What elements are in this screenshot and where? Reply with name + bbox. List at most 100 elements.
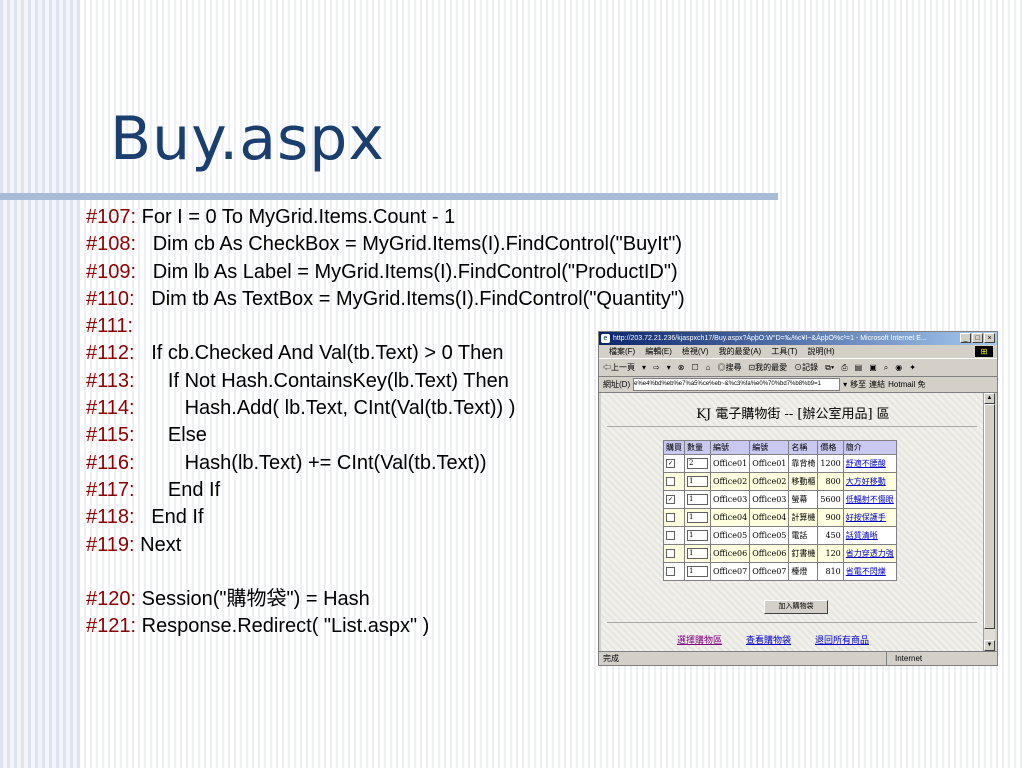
code-text: Response.Redirect( "List.aspx" ) [136,615,430,638]
left-decoration [0,0,80,768]
code-line: #116: Hash(lb.Text) += CInt(Val(tb.Text)… [86,450,685,477]
line-number: #120: [86,588,137,611]
quantity-input[interactable]: 1 [687,494,708,505]
code-line: #114: Hash.Add( lb.Text, CInt(Val(tb.Tex… [86,395,685,422]
code-line: #119: Next [86,532,685,559]
zone-text: Internet [886,652,975,665]
scroll-down-icon[interactable]: ▼ [984,640,995,651]
toolbar-button[interactable]: ⇨ [653,363,660,372]
links-label[interactable]: 連結 [869,380,886,389]
toolbar-button[interactable]: ⌂ [705,363,711,372]
toolbar-button[interactable]: ▾ [666,363,671,372]
toolbar-button[interactable]: ☐ [691,363,699,372]
id-cell: Office02 [709,472,751,491]
column-header: 價格 [817,440,844,455]
toolbar-button[interactable]: ▣ [869,363,877,372]
buy-checkbox[interactable] [666,567,675,577]
buy-checkbox[interactable] [666,513,675,523]
toolbar-button[interactable]: ⇦上一頁 [603,363,635,372]
quantity-input[interactable]: 1 [687,512,708,523]
maximize-button[interactable]: □ [972,333,983,343]
desc-link[interactable]: 省力穿透力強 [845,549,894,558]
quantity-input[interactable]: 1 [687,530,708,541]
desc-cell: 省電不閃爍 [842,562,897,581]
column-header: 編號 [709,440,751,455]
line-number: #111: [86,315,134,338]
line-number: #116: [86,451,135,474]
desc-link[interactable]: 舒適不腰酸 [845,459,886,468]
toolbar-button[interactable]: ⊙記錄 [794,363,819,372]
price-cell: 810 [817,562,844,581]
bottom-links: 選擇購物區 查看購物袋 退回所有商品 [677,633,869,646]
desc-link[interactable]: 低輻射不傷眼 [845,495,894,504]
quantity-input[interactable]: 1 [687,548,708,559]
buy-checkbox[interactable] [666,549,675,559]
buy-checkbox[interactable]: ✓ [666,459,675,469]
buy-checkbox[interactable] [666,531,675,541]
id-cell: Office04 [709,508,751,527]
toolbar-button[interactable]: ▾ [642,363,647,372]
toolbar-button[interactable]: ◉ [895,363,903,372]
dropdown-arrow-icon[interactable]: ▾ [843,380,848,389]
window-titlebar[interactable]: e http://203.72.21.236/kjaspxch17/Buy.as… [599,332,997,345]
line-number: #108: [86,233,137,256]
ie-icon: e [601,334,610,343]
view-bag-link[interactable]: 查看購物袋 [746,635,792,645]
column-header: 簡介 [842,440,897,455]
line-number: #112: [86,342,135,365]
desc-cell: 低輻射不傷眼 [842,490,897,509]
add-to-bag-button[interactable]: 加入購物袋 [764,600,828,614]
price-cell: 450 [817,526,844,545]
price-cell: 1200 [817,454,844,473]
line-number: #115: [86,424,135,447]
quantity-input[interactable]: 1 [687,476,708,487]
code-line: #108: Dim cb As CheckBox = MyGrid.Items(… [86,231,685,258]
qty-cell: 1 [684,472,711,491]
address-input[interactable]: e%e4%bd%eb%e7%a5%ce%eb~&%c3%fa%e0%70%bd7… [633,378,841,391]
buy-checkbox[interactable] [666,477,675,487]
scroll-thumb[interactable] [984,404,995,629]
quantity-input[interactable]: 1 [687,566,708,577]
desc-cell: 話質清晰 [842,526,897,545]
hotmail-link[interactable]: Hotmail 免 [888,380,926,389]
toolbar-button[interactable]: ⊗ [677,363,685,372]
toolbar-button[interactable]: ⌕ [883,363,889,372]
code-line: #110: Dim tb As TextBox = MyGrid.Items(I… [86,286,685,313]
toolbar-button[interactable]: ⎙ [841,363,848,372]
qty-cell: 1 [684,544,711,563]
toolbar-button[interactable]: ◎搜尋 [717,363,742,372]
menu-help[interactable]: 說明(H) [807,347,835,356]
menu-favorites[interactable]: 我的最愛(A) [718,347,762,356]
menu-edit[interactable]: 編輯(E) [645,347,672,356]
close-button[interactable]: × [984,333,995,343]
code-line [86,559,685,586]
toolbar-button[interactable]: ✦ [909,363,916,372]
menu-bar: 檔案(F) 編輯(E) 檢視(V) 我的最愛(A) 工具(T) 說明(H) ⊞ [599,345,997,359]
toolbar-button[interactable]: ▤ [854,363,863,372]
desc-link[interactable]: 話質清晰 [845,531,878,540]
scroll-up-icon[interactable]: ▲ [984,393,995,404]
menu-file[interactable]: 檔案(F) [609,347,636,356]
minimize-button[interactable]: _ [960,333,971,343]
select-shopping-area-link[interactable]: 選擇購物區 [677,635,723,645]
code-block: #107: For I = 0 To MyGrid.Items.Count - … [86,204,685,641]
quantity-input[interactable]: 2 [687,458,708,469]
desc-link[interactable]: 省電不閃爍 [845,567,886,576]
toolbar-button[interactable]: ⧉▾ [825,363,835,372]
menu-view[interactable]: 檢視(V) [681,347,709,356]
desc-cell: 舒適不腰酸 [842,454,897,473]
return-all-link[interactable]: 退回所有商品 [815,635,870,645]
vertical-scrollbar[interactable]: ▲ ▼ [983,393,995,651]
code-text: If cb.Checked And Val(tb.Text) > 0 Then [134,342,504,365]
desc-link[interactable]: 大方好移動 [845,477,886,486]
desc-link[interactable]: 好按保護手 [845,513,886,522]
code-text: Else [134,424,207,447]
menu-tools[interactable]: 工具(T) [771,347,798,356]
toolbar-button[interactable]: ⊡我的最愛 [748,363,788,372]
code-text: Hash(lb.Text) += CInt(Val(tb.Text)) [134,451,487,474]
buy-checkbox[interactable]: ✓ [666,495,675,505]
go-button[interactable]: 移至 [850,380,867,389]
